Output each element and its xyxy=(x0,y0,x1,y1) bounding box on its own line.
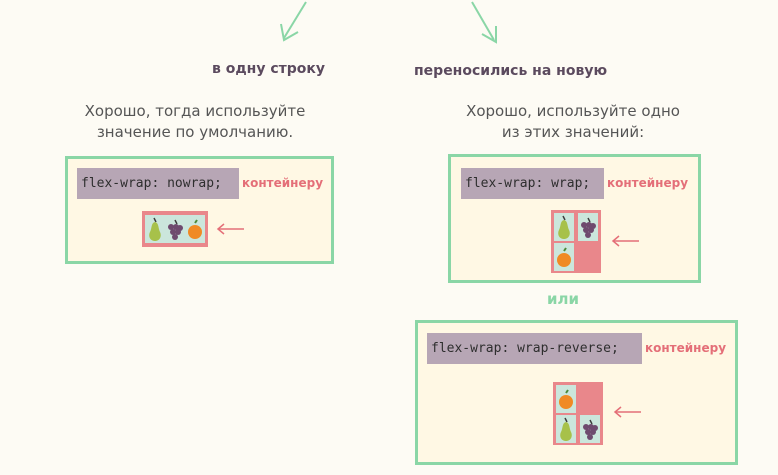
orange-icon xyxy=(559,389,573,409)
container-tag: контейнеру xyxy=(242,176,324,190)
flex-item xyxy=(556,385,576,413)
flex-container xyxy=(551,210,601,273)
container-tag: контейнеру xyxy=(645,341,727,355)
flex-item xyxy=(554,243,574,271)
wrap-reverse-code: flex-wrap: wrap-reverse; xyxy=(427,333,642,364)
flex-item xyxy=(165,215,185,243)
flex-container xyxy=(553,382,603,445)
advice-right: Хорошо, используйте одно из этих значени… xyxy=(448,101,698,143)
left-down-arrow-icon xyxy=(280,1,307,42)
or-label: или xyxy=(547,290,580,308)
orange-icon xyxy=(188,219,202,239)
grapes-icon xyxy=(581,217,596,238)
advice-left: Хорошо, тогда используйте значение по ум… xyxy=(70,101,320,143)
pointer-arrow-icon xyxy=(216,223,244,235)
flex-container xyxy=(142,211,208,247)
wrap-reverse-card: flex-wrap: wrap-reverse; контейнеру xyxy=(415,320,738,465)
pointer-arrow-icon xyxy=(611,235,639,247)
right-down-arrow-icon xyxy=(471,1,497,44)
branch-label-wrap: переносились на новую xyxy=(414,63,608,79)
pear-icon xyxy=(560,417,572,441)
advice-left-line1: Хорошо, тогда используйте xyxy=(84,102,306,120)
pointer-arrow-icon xyxy=(613,406,641,418)
flex-item xyxy=(554,213,574,241)
nowrap-card: flex-wrap: nowrap; контейнеру xyxy=(65,156,334,264)
advice-right-line2: из этих значений: xyxy=(501,123,645,141)
flex-item xyxy=(580,415,600,443)
flex-item xyxy=(556,415,576,443)
grapes-icon xyxy=(583,419,598,440)
nowrap-code: flex-wrap: nowrap; xyxy=(77,168,239,199)
flex-item xyxy=(145,215,165,243)
wrap-card: flex-wrap: wrap; контейнеру xyxy=(448,154,701,283)
pear-icon xyxy=(558,215,570,239)
wrap-code: flex-wrap: wrap; xyxy=(461,168,604,199)
grapes-icon xyxy=(168,219,183,240)
container-tag: контейнеру xyxy=(607,176,689,190)
branch-label-single-line: в одну строку xyxy=(212,61,326,77)
pear-icon xyxy=(149,217,161,241)
flex-item xyxy=(185,215,205,243)
advice-right-line1: Хорошо, используйте одно xyxy=(466,102,680,120)
orange-icon xyxy=(557,247,571,267)
advice-left-line2: значение по умолчанию. xyxy=(96,123,294,141)
flex-item xyxy=(578,213,598,241)
